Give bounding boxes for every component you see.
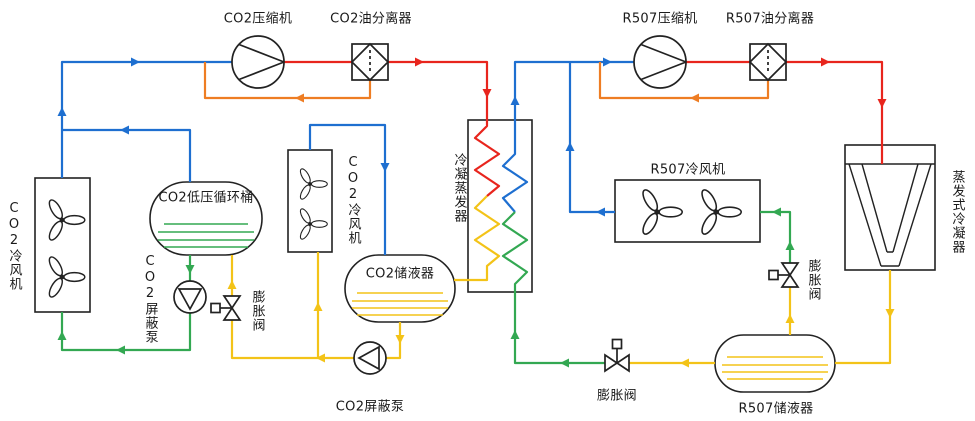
r507-main-valve-label: 膨胀阀 xyxy=(597,388,637,404)
co2-pump-bottom-symbol xyxy=(353,341,387,375)
evaporative-condenser-coils xyxy=(845,163,935,267)
co2-expansion-valve-symbol xyxy=(210,295,242,321)
co2-air-cooler-left-label: CO2冷风机 xyxy=(6,201,22,291)
co2-air-cooler-mid-label: CO2冷风机 xyxy=(345,155,361,245)
co2-compressor-symbol xyxy=(231,35,285,89)
r507-receiver-liquid-level xyxy=(722,356,828,380)
inline-components xyxy=(173,35,800,375)
co2-expansion-valve-label: 膨胀阀 xyxy=(249,290,265,332)
equipment-bodies xyxy=(34,119,936,393)
evaporative-condenser-label: 蒸发式冷凝器 xyxy=(949,170,965,254)
green-flow-arrows xyxy=(57,207,795,368)
r507-receiver-tank xyxy=(714,334,836,393)
co2-oil-separator-label: CO2油分离器 xyxy=(330,11,412,27)
co2-air-cooler-left-box xyxy=(34,177,91,313)
co2-pump-bottom-label: CO2屏蔽泵 xyxy=(335,399,405,415)
co2-receiver-label: CO2储液器 xyxy=(365,266,435,282)
r507-fan-valve-label: 膨胀阀 xyxy=(805,259,821,301)
r507-fan-expansion-valve-symbol xyxy=(768,262,800,288)
evaporative-condenser-box xyxy=(844,144,936,271)
co2-barrel-liquid-level xyxy=(158,223,254,248)
oil-flow-arrows xyxy=(295,93,699,103)
oil-return-pipes xyxy=(203,62,770,100)
co2-compressor-label: CO2压缩机 xyxy=(223,11,293,27)
yellow-flow-arrows xyxy=(227,280,895,368)
co2-air-cooler-mid-box xyxy=(287,149,333,253)
r507-compressor-label: R507压缩机 xyxy=(622,11,698,27)
r507-receiver-label: R507储液器 xyxy=(738,401,814,417)
cascade-condenser-label: 冷凝蒸发器 xyxy=(451,153,467,223)
r507-oil-separator-symbol xyxy=(748,42,788,82)
co2-pump-left-symbol xyxy=(173,280,207,314)
suction-flow-arrows xyxy=(57,57,612,217)
r507-main-expansion-valve-symbol xyxy=(604,338,630,373)
co2-lp-barrel-label: CO2低压循环桶 xyxy=(158,190,254,206)
co2-pump-left-label: CO2屏蔽泵 xyxy=(142,254,158,344)
r507-oil-separator-label: R507油分离器 xyxy=(725,11,815,27)
co2-receiver-liquid-level xyxy=(352,292,448,316)
discharge-flow-arrows xyxy=(415,57,887,108)
co2-lp-barrel-tank xyxy=(149,181,263,256)
cascade-condenser-box xyxy=(467,119,533,293)
co2-oil-separator-symbol xyxy=(350,42,390,82)
r507-air-cooler-label: R507冷风机 xyxy=(650,162,726,178)
r507-compressor-symbol xyxy=(633,35,687,89)
discharge-pipes xyxy=(284,60,884,197)
